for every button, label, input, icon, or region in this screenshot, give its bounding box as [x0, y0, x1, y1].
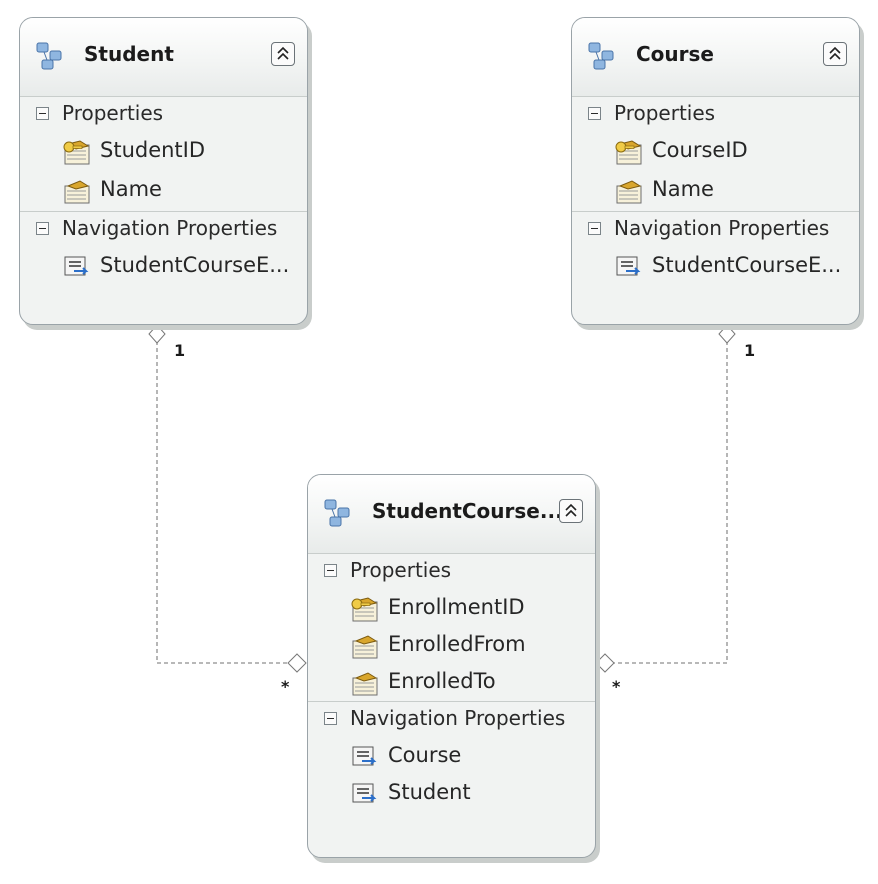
association-end-diamond: [595, 653, 615, 673]
property-name: CourseID: [652, 138, 748, 162]
navigation-name: Student: [388, 780, 471, 804]
entity-header[interactable]: Student: [20, 18, 307, 97]
navigation-property-icon: [64, 256, 89, 276]
property-name: Name: [100, 177, 162, 201]
section-header[interactable]: Navigation Properties: [20, 212, 307, 248]
section-header[interactable]: Navigation Properties: [308, 702, 595, 738]
entity-type-icon: [324, 499, 350, 527]
navigation-property-icon: [616, 256, 641, 276]
section-label: Navigation Properties: [350, 706, 566, 730]
collapse-button[interactable]: [559, 499, 583, 523]
double-chevron-up-icon: [277, 46, 289, 60]
scalar-property-icon: [352, 635, 378, 659]
section-label: Properties: [350, 558, 452, 582]
navigation-item[interactable]: Student: [308, 775, 595, 812]
key-property-icon: [63, 140, 90, 165]
entity-header[interactable]: Course: [572, 18, 859, 97]
navigation-section: Navigation Properties Course Student: [308, 702, 595, 812]
property-name: EnrolledFrom: [388, 632, 526, 656]
key-property-icon: [351, 597, 378, 622]
property-item[interactable]: EnrollmentID: [308, 590, 595, 627]
property-item[interactable]: CourseID: [572, 133, 859, 172]
property-item[interactable]: EnrolledTo: [308, 664, 595, 701]
properties-section: Properties CourseID Name: [572, 97, 859, 212]
section-label: Properties: [62, 101, 164, 125]
property-name: EnrolledTo: [388, 669, 496, 693]
entity-type-icon: [588, 42, 614, 70]
association-line-course[interactable]: [605, 334, 728, 664]
section-header[interactable]: Properties: [572, 97, 859, 133]
scalar-property-icon: [64, 180, 90, 204]
scalar-property-icon: [616, 180, 642, 204]
multiplicity-enrollment-end: *: [281, 677, 290, 696]
property-name: StudentID: [100, 138, 206, 162]
association-line-student[interactable]: [156, 334, 297, 664]
collapse-section-icon[interactable]: [324, 564, 337, 577]
navigation-property-icon: [352, 783, 377, 803]
entity-title: StudentCourse...: [372, 499, 563, 523]
collapse-button[interactable]: [823, 42, 847, 66]
entity-type-icon: [36, 42, 62, 70]
property-name: EnrollmentID: [388, 595, 525, 619]
association-end-diamond: [148, 324, 166, 344]
navigation-name: StudentCourseE...: [652, 253, 842, 277]
collapse-button[interactable]: [271, 42, 295, 66]
navigation-item[interactable]: Course: [308, 738, 595, 775]
navigation-section: Navigation Properties StudentCourseE...: [20, 212, 307, 287]
section-header[interactable]: Properties: [20, 97, 307, 133]
navigation-section: Navigation Properties StudentCourseE...: [572, 212, 859, 287]
properties-section: Properties EnrollmentID EnrolledFrom: [308, 554, 595, 702]
entity-title: Student: [84, 42, 174, 66]
double-chevron-up-icon: [565, 503, 577, 517]
entity-header[interactable]: StudentCourse...: [308, 475, 595, 554]
section-header[interactable]: Properties: [308, 554, 595, 590]
navigation-property-icon: [352, 746, 377, 766]
collapse-section-icon[interactable]: [588, 107, 601, 120]
property-item[interactable]: EnrolledFrom: [308, 627, 595, 664]
association-end-diamond: [287, 653, 307, 673]
navigation-item[interactable]: StudentCourseE...: [20, 248, 307, 287]
entity-student-course[interactable]: StudentCourse... Properties EnrollmentID: [307, 474, 596, 858]
section-label: Navigation Properties: [614, 216, 830, 240]
scalar-property-icon: [352, 672, 378, 696]
navigation-name: Course: [388, 743, 462, 767]
section-label: Properties: [614, 101, 716, 125]
multiplicity-enrollment-end: *: [612, 677, 621, 696]
property-item[interactable]: StudentID: [20, 133, 307, 172]
property-item[interactable]: Name: [572, 172, 859, 211]
double-chevron-up-icon: [829, 46, 841, 60]
association-end-diamond: [718, 324, 736, 344]
key-property-icon: [615, 140, 642, 165]
collapse-section-icon[interactable]: [36, 107, 49, 120]
navigation-item[interactable]: StudentCourseE...: [572, 248, 859, 287]
section-label: Navigation Properties: [62, 216, 278, 240]
collapse-section-icon[interactable]: [588, 222, 601, 235]
properties-section: Properties StudentID Name: [20, 97, 307, 212]
property-name: Name: [652, 177, 714, 201]
collapse-section-icon[interactable]: [324, 712, 337, 725]
collapse-section-icon[interactable]: [36, 222, 49, 235]
multiplicity-course-end: 1: [744, 341, 756, 360]
entity-student[interactable]: Student Properties StudentID: [19, 17, 308, 325]
entity-title: Course: [636, 42, 714, 66]
section-header[interactable]: Navigation Properties: [572, 212, 859, 248]
navigation-name: StudentCourseE...: [100, 253, 290, 277]
multiplicity-student-end: 1: [174, 341, 186, 360]
entity-course[interactable]: Course Properties CourseID: [571, 17, 860, 325]
property-item[interactable]: Name: [20, 172, 307, 211]
